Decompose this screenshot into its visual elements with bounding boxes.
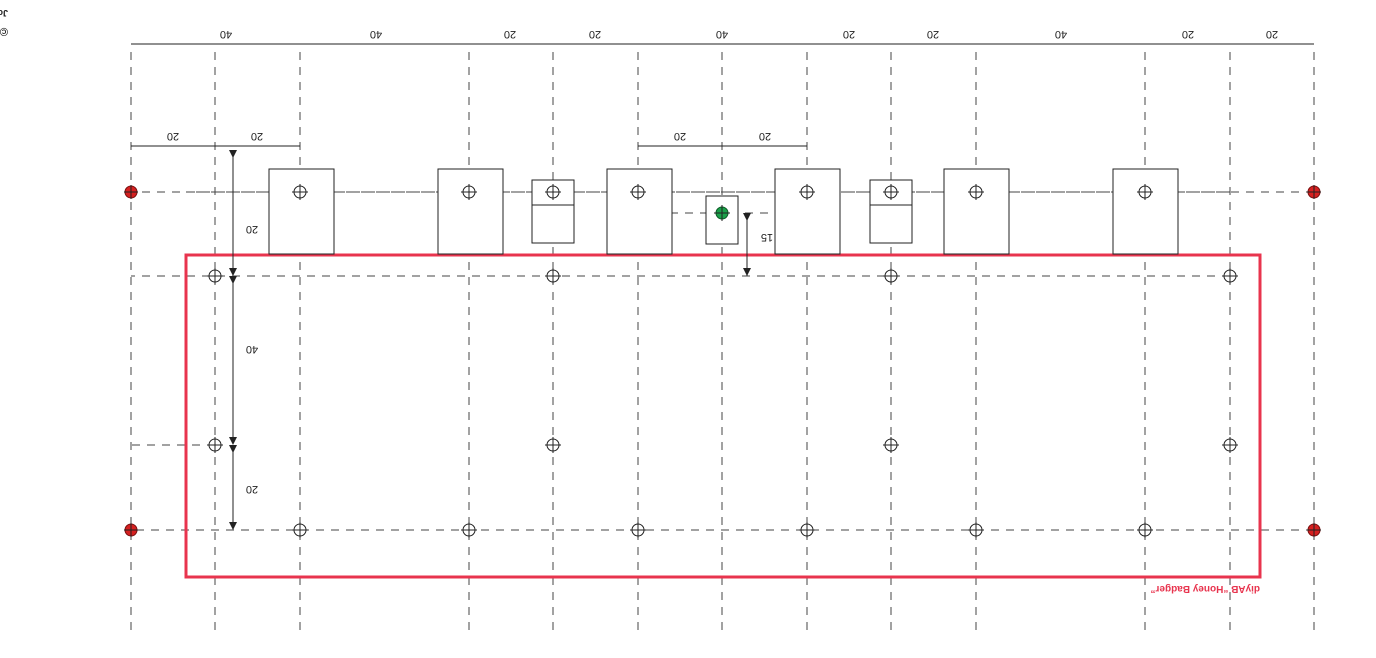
- dimension-label: 20: [1182, 28, 1194, 40]
- dimension-label: 20: [504, 28, 516, 40]
- dimension-label: 40: [246, 343, 258, 355]
- dimension-label: 20: [167, 130, 179, 142]
- dimension-label: 15: [761, 231, 773, 243]
- dimension-label: 40: [220, 28, 232, 40]
- components: [268, 168, 1179, 255]
- component-box: [268, 168, 335, 255]
- board-outline: [184, 253, 1262, 579]
- dimension-label: 20: [927, 28, 939, 40]
- dimension-label: 20: [246, 223, 258, 235]
- component-box: [606, 168, 673, 255]
- component-box: [437, 168, 504, 255]
- rotated-sheet: 40 40 20 20 40 20 20 40 20 20 20 20 20 2…: [0, 8, 1321, 630]
- board-name: diyAB “Honey Badger”: [1151, 583, 1260, 594]
- dimension-label: 40: [1055, 28, 1067, 40]
- dimension-label: 20: [843, 28, 855, 40]
- holes: [124, 184, 1321, 538]
- dimension-label: 20: [246, 483, 258, 495]
- dimension-label: 20: [1266, 28, 1278, 40]
- dimension-label: 20: [589, 28, 601, 40]
- labels: 40 40 20 20 40 20 20 40 20 20 20 20 20 2…: [0, 8, 1278, 594]
- dimension-label: 40: [716, 28, 728, 40]
- vertical-guides: [130, 46, 1315, 630]
- dimension-label: 20: [674, 130, 686, 142]
- copyright-text: © diyAudio LLC 2013: [0, 25, 8, 37]
- credit-text: JojoD818 for diyAudio™: [0, 8, 8, 18]
- dimension-label: 40: [370, 28, 382, 40]
- component-box: [774, 168, 841, 255]
- dimension-label: 20: [251, 130, 263, 142]
- dimension-label: 20: [759, 130, 771, 142]
- dimension-arrows: [131, 43, 1314, 530]
- component-box: [1112, 168, 1179, 255]
- component-box: [943, 168, 1010, 255]
